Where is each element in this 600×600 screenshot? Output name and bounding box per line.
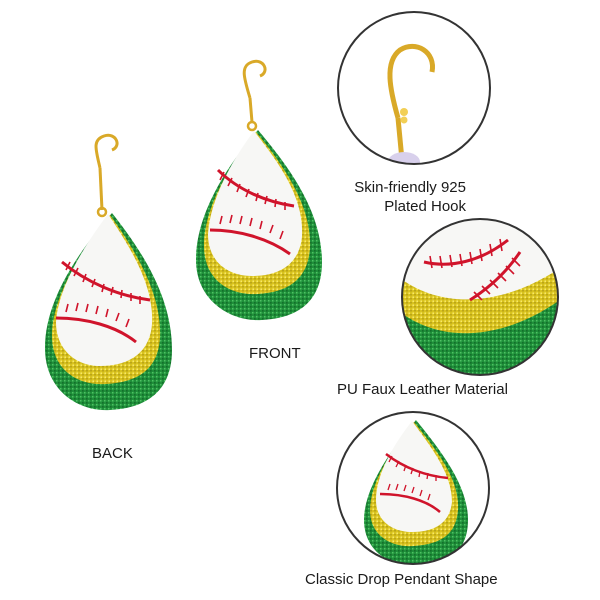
shape-caption: Classic Drop Pendant Shape — [305, 571, 498, 588]
back-earring — [44, 133, 172, 411]
back-label: BACK — [92, 445, 133, 462]
hook-caption-line2: Plated Hook — [384, 198, 466, 215]
material-caption: PU Faux Leather Material — [337, 381, 508, 398]
front-earring — [196, 59, 322, 321]
front-label: FRONT — [249, 345, 301, 362]
hook-caption: Skin-friendly 925 Plated Hook — [326, 178, 466, 216]
shape-detail-circle — [336, 411, 490, 565]
material-detail-circle — [401, 218, 559, 376]
hook-caption-line1: Skin-friendly 925 — [354, 179, 466, 196]
hook-detail-circle — [337, 11, 491, 165]
